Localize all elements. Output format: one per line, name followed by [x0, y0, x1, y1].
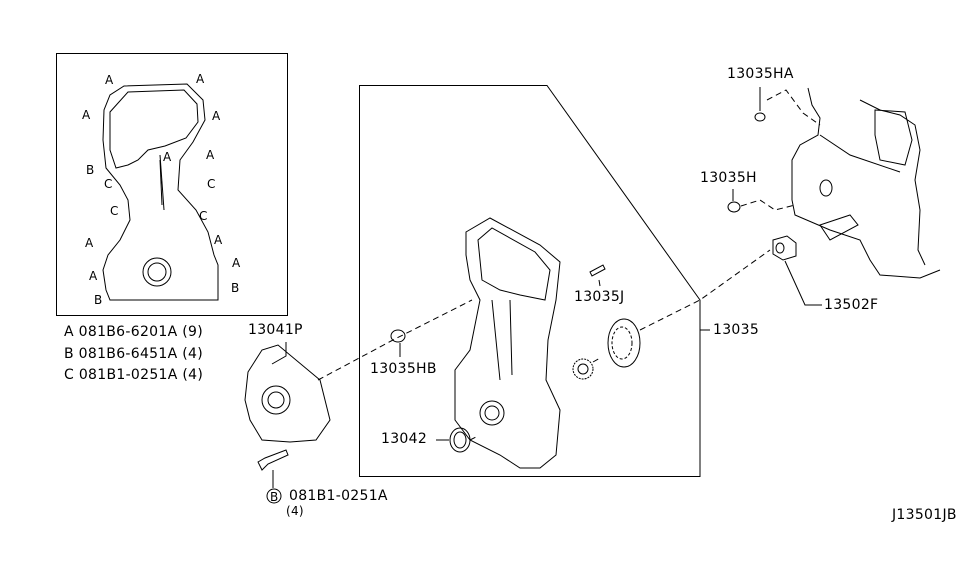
marker-c: C — [199, 209, 208, 223]
diagram-id: J13501JB — [892, 507, 957, 523]
leader-lines — [271, 87, 822, 488]
legend-row-a: A 081B6-6201A (9) — [64, 325, 203, 339]
part-label-13041p[interactable]: 13041P — [248, 322, 303, 338]
marker-a: A — [214, 233, 223, 247]
bolt-part-number[interactable]: 081B1-0251A — [289, 488, 388, 504]
marker-a: A — [85, 236, 94, 250]
marker-a: A — [206, 148, 215, 162]
o-ring-hb — [390, 329, 406, 343]
marker-a: A — [105, 73, 114, 87]
marker-b: B — [94, 293, 103, 307]
part-label-13042[interactable]: 13042 — [381, 431, 428, 447]
o-ring-ha — [754, 112, 766, 122]
marker-c: C — [207, 177, 216, 191]
part-label-13035[interactable]: 13035 — [713, 322, 760, 338]
assembly-axis-lines — [317, 89, 821, 441]
engine-block — [791, 87, 941, 279]
marker-a: A — [82, 108, 91, 122]
circled-letter: B — [270, 490, 279, 504]
legend-row-c: C 081B1-0251A (4) — [64, 368, 203, 382]
circled-b-marker — [266, 488, 282, 504]
part-label-13035j[interactable]: 13035J — [574, 289, 625, 305]
water-pump-cover — [244, 344, 331, 443]
o-ring-h — [727, 201, 741, 213]
assembly-frame — [359, 85, 701, 477]
legend-quantity: (4) — [182, 346, 203, 362]
inset-frame — [56, 53, 288, 316]
hex-nut — [772, 235, 797, 261]
legend-letter: A — [64, 324, 74, 340]
part-label-13035h[interactable]: 13035H — [700, 170, 757, 186]
bolt — [257, 449, 289, 471]
oil-pump-sprocket — [572, 358, 594, 380]
marker-a: A — [196, 72, 205, 86]
marker-a: A — [232, 256, 241, 270]
part-label-13035hb[interactable]: 13035HB — [370, 361, 437, 377]
part-label-13035ha[interactable]: 13035HA — [727, 66, 794, 82]
legend-part-number: 081B1-0251A — [78, 367, 178, 383]
marker-b: B — [231, 281, 240, 295]
oil-pump-rotor — [607, 318, 641, 368]
marker-a: A — [212, 109, 221, 123]
marker-b: B — [86, 163, 95, 177]
marker-a: A — [163, 150, 172, 164]
inset-cover-outline — [102, 83, 219, 301]
marker-c: C — [110, 204, 119, 218]
legend-part-number: 081B6-6451A — [78, 346, 178, 362]
marker-a: A — [89, 269, 98, 283]
marker-c: C — [104, 177, 113, 191]
legend-quantity: (4) — [182, 367, 204, 383]
legend-part-number: 081B6-6201A — [78, 324, 178, 340]
legend-quantity: (9) — [182, 324, 203, 340]
part-label-13502f[interactable]: 13502F — [824, 297, 879, 313]
dowel-pin — [589, 264, 606, 277]
bolt-quantity: (4) — [286, 504, 304, 518]
legend-letter: B — [64, 346, 74, 362]
legend-row-b: B 081B6-6451A (4) — [64, 347, 203, 361]
timing-cover — [454, 217, 561, 469]
legend-letter: C — [64, 367, 75, 383]
